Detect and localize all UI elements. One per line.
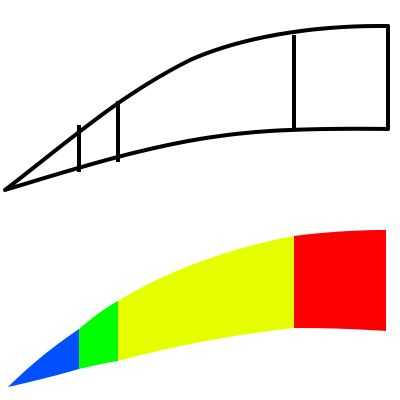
segment-yellow bbox=[118, 236, 294, 361]
outline-shape bbox=[3, 23, 390, 192]
outline-body bbox=[3, 23, 390, 192]
segment-green bbox=[79, 301, 118, 369]
colored-shape bbox=[8, 230, 386, 387]
segment-blue bbox=[8, 329, 79, 387]
segment-red bbox=[294, 230, 386, 331]
